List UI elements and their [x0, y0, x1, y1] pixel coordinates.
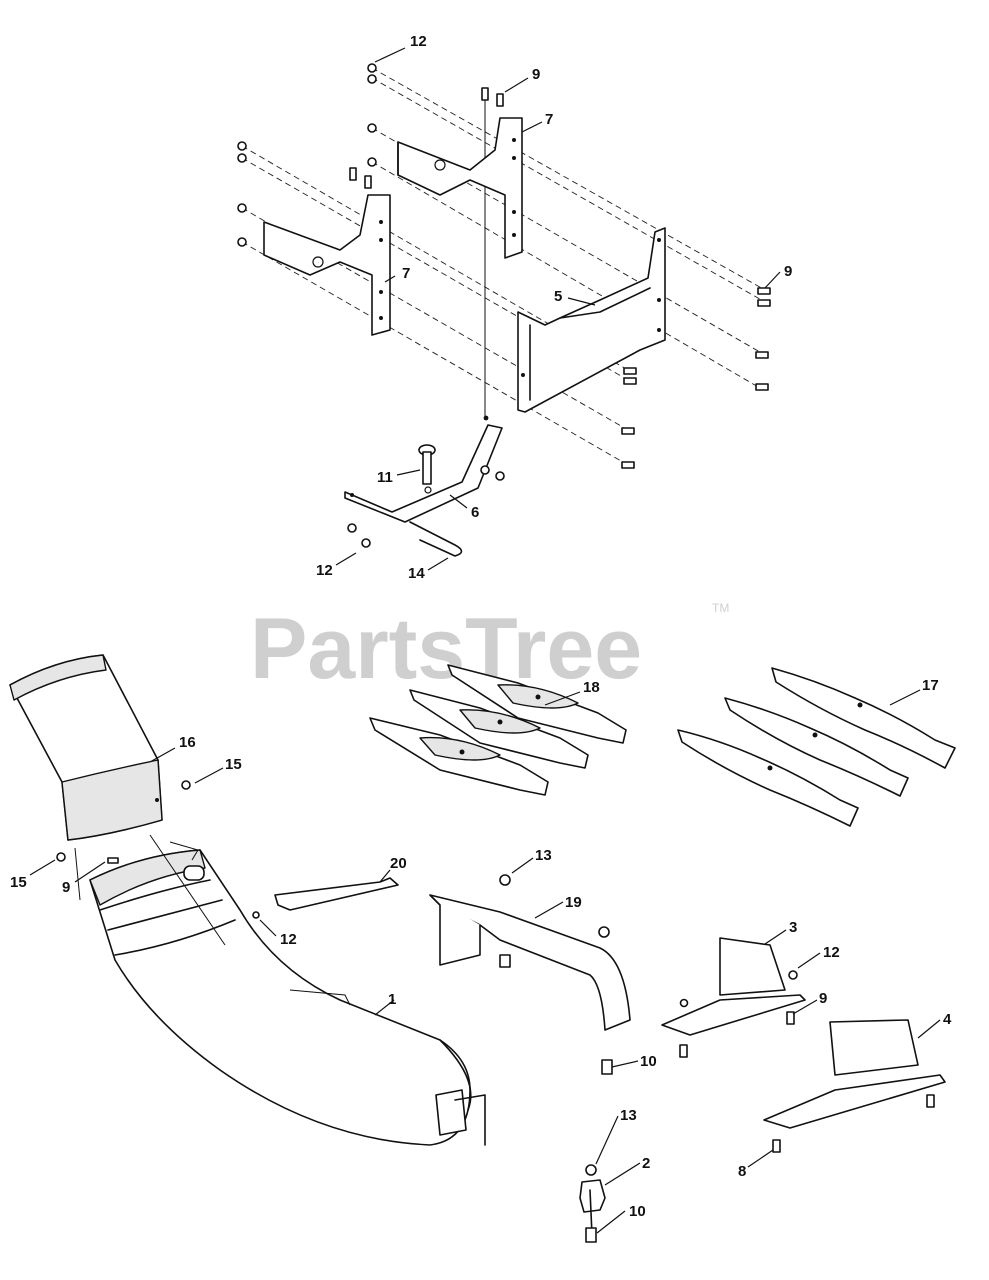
top-hardware	[237, 63, 771, 548]
callout-15-right: 15	[225, 756, 242, 773]
callout-10-cover: 10	[640, 1053, 657, 1070]
watermark-text: PartsTree	[250, 601, 642, 697]
part-14-hairpin	[409, 521, 463, 557]
part-3-baffle	[661, 937, 806, 1058]
callout-12-chute: 12	[280, 931, 297, 948]
watermark-trademark: TM	[712, 601, 729, 615]
callout-8: 8	[738, 1163, 746, 1180]
part-6-link-bracket	[344, 415, 503, 523]
callout-labels: 12 9 7 7 9 5 11 6 12 14 18 17 16 15 15 9…	[10, 33, 952, 1220]
callout-7-lower: 7	[402, 265, 410, 282]
part-17-blade-set	[677, 667, 956, 827]
part-11-pin	[418, 444, 436, 485]
callout-19: 19	[565, 894, 582, 911]
callout-16: 16	[179, 734, 196, 751]
callout-12-lower: 12	[316, 562, 333, 579]
part-7-upper-bracket	[397, 117, 523, 259]
callout-3: 3	[789, 919, 797, 936]
callout-9-chute: 9	[62, 879, 70, 896]
callout-14: 14	[408, 565, 425, 582]
part-4-baffle	[763, 1019, 946, 1153]
callout-13-top: 13	[535, 847, 552, 864]
callout-12-baffle: 12	[823, 944, 840, 961]
callout-17: 17	[922, 677, 939, 694]
callout-1: 1	[388, 991, 396, 1008]
callout-6: 6	[471, 504, 479, 521]
callout-13-lower: 13	[620, 1107, 637, 1124]
part-18-blade-set	[369, 664, 627, 796]
callout-18: 18	[583, 679, 600, 696]
callout-11: 11	[377, 469, 393, 486]
callout-15-left: 15	[10, 874, 27, 891]
callout-9-baffle: 9	[819, 990, 827, 1007]
callout-4: 4	[943, 1011, 952, 1028]
callout-2: 2	[642, 1155, 650, 1172]
callout-9-top: 9	[532, 66, 540, 83]
part-20-strap	[274, 877, 399, 911]
callout-12-top: 12	[410, 33, 427, 50]
part-19-belt-cover	[429, 874, 631, 1075]
chute-hardware	[56, 780, 260, 919]
callout-7-upper: 7	[545, 111, 553, 128]
part-2-fastener	[579, 1164, 606, 1243]
part-7-lower-bracket	[263, 194, 391, 336]
callout-leaders	[29, 47, 941, 1234]
callout-10-lower: 10	[629, 1203, 646, 1220]
callout-5: 5	[554, 288, 562, 305]
part-1-discharge-chute	[74, 834, 486, 1146]
part-16-chute-sleeve	[9, 654, 163, 841]
part-5-mounting-plate	[517, 227, 666, 413]
callout-9-right: 9	[784, 263, 792, 280]
callout-20: 20	[390, 855, 407, 872]
